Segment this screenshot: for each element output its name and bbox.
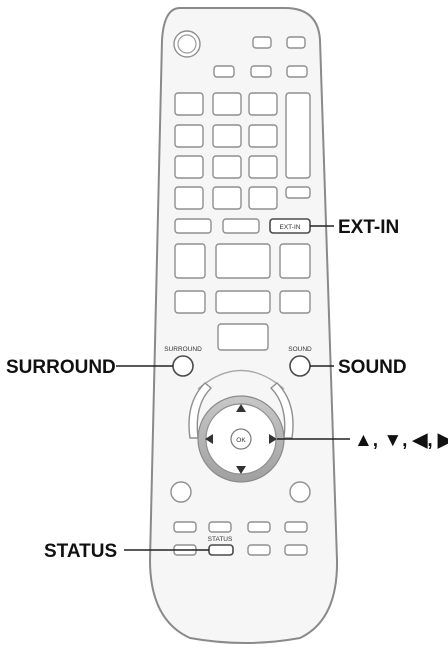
sound-button[interactable] [289,355,311,377]
surround-callout: SURROUND [6,357,116,378]
block-button-1[interactable] [174,243,206,279]
svg-text:OK: OK [236,437,246,444]
top-button-3[interactable] [213,65,235,78]
num-button[interactable] [174,124,204,148]
power-button[interactable] [173,30,201,58]
cursor-keys-callout: ▲, ▼, ◀, ▶ [354,430,448,451]
mid-button-2[interactable] [215,290,271,314]
num-button[interactable] [248,92,278,116]
top-button-4[interactable] [250,65,272,78]
block-button-3[interactable] [279,243,311,279]
surround-button[interactable] [172,355,194,377]
num-button[interactable] [174,186,204,210]
bottom-button[interactable] [284,544,308,556]
ext-in-callout: EXT-IN [338,217,399,238]
status-button[interactable] [208,544,234,556]
num-button[interactable] [212,92,242,116]
mid-button-1[interactable] [174,290,206,314]
ext-in-button[interactable]: EXT-IN [269,218,311,234]
bottom-button[interactable] [247,544,271,556]
center-button[interactable] [217,323,269,351]
dpad: OK [197,395,285,483]
nav-upper-arc [197,369,285,390]
num-button[interactable] [212,155,242,179]
sound-button-label: SOUND [288,346,312,353]
side-round-button-left[interactable] [170,481,192,503]
number-pad [174,92,311,210]
sound-callout: SOUND [338,357,407,378]
block-button-2[interactable] [215,243,271,279]
left-arrow-icon[interactable] [205,434,213,444]
row-button-2[interactable] [222,218,260,234]
bottom-button[interactable] [173,521,197,533]
up-arrow-icon[interactable] [236,404,246,412]
num-button[interactable] [174,92,204,116]
surround-button-label: SURROUND [164,346,202,353]
tall-side-button[interactable] [285,92,311,179]
side-round-button-right[interactable] [289,481,311,503]
num-button[interactable] [174,155,204,179]
bottom-button[interactable] [208,521,232,533]
status-callout: STATUS [44,541,117,562]
num-button[interactable] [248,155,278,179]
bottom-button[interactable] [284,521,308,533]
down-arrow-icon[interactable] [236,466,246,474]
row-button-1[interactable] [174,218,212,234]
ok-button[interactable]: OK [230,428,252,450]
top-button-1[interactable] [252,36,272,49]
status-button-label: STATUS [208,536,233,543]
num-button[interactable] [212,124,242,148]
svg-text:EXT-IN: EXT-IN [280,224,301,231]
num-button[interactable] [212,186,242,210]
mid-button-3[interactable] [279,290,311,314]
num-button[interactable] [248,124,278,148]
num-button[interactable] [248,186,278,210]
top-button-2[interactable] [286,36,306,49]
right-arrow-icon[interactable] [269,434,277,444]
side-small-button[interactable] [285,186,311,199]
bottom-button[interactable] [247,521,271,533]
top-button-5[interactable] [286,65,308,78]
